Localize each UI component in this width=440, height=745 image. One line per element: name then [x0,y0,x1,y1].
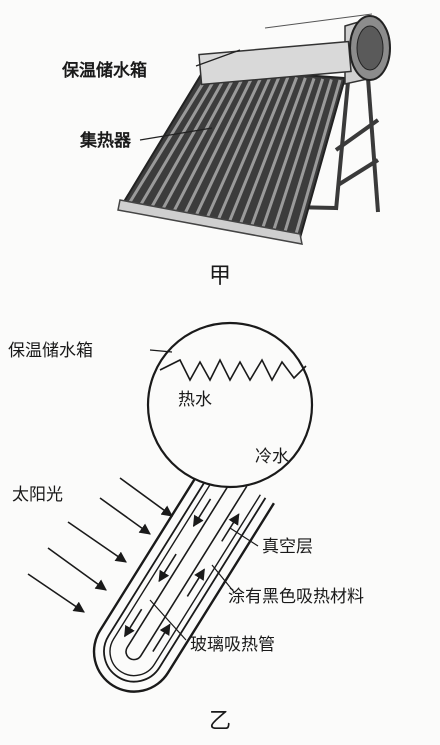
glass-heat-tube [92,460,275,693]
label-hot-water: 热水 [178,390,212,410]
label-cold-water: 冷水 [255,447,289,467]
label-vacuum-layer: 真空层 [262,537,313,557]
caption-a: 甲 [209,264,231,289]
collector-tube [283,79,333,233]
collector-tubes [128,71,342,235]
collector-tube [206,75,273,218]
collector-tube [272,78,325,231]
collector-bottom-rail [117,199,303,245]
collector-tube [261,77,316,229]
collector-tube [294,79,342,235]
storage-tank [198,15,391,86]
collector-tube [128,71,212,203]
caption-b: 乙 [209,709,231,734]
water-surface-zigzag [159,358,307,382]
pointer-tank [195,49,241,67]
pointer-collector [139,127,213,141]
figure-a-wire [264,13,373,29]
tank-circle [146,321,314,489]
label-sunlight: 太阳光 [12,485,63,505]
pointer-vacuum [229,527,259,547]
collector-tube [172,73,246,212]
label-black-coating: 涂有黑色吸热材料 [228,587,364,607]
collector-tube [150,72,229,208]
sunlight-rays [27,477,173,613]
collector-tube [195,74,264,216]
pointer-coating [211,564,235,593]
pointer-glass-tube [149,599,187,641]
collector-tube [228,76,290,222]
collector-tube [139,71,220,205]
label-storage-tank-a: 保温储水箱 [61,60,147,81]
collector-tube [250,77,307,226]
collector-tube [161,72,238,210]
label-collector: 集热器 [79,130,132,151]
label-storage-tank-b: 保温储水箱 [8,341,93,361]
label-glass-tube: 玻璃吸热管 [190,635,275,655]
figure-a-illustration: 保温储水箱 集热器 甲 [61,13,391,289]
figure-b-schematic: 保温储水箱 热水 冷水 太阳光 真空层 涂有黑色吸热材料 玻璃吸热管 乙 [8,321,364,734]
collector-tube [217,75,281,220]
collector-tube [183,74,255,214]
collector-tube [239,76,299,224]
pointer-tank-b [149,349,173,353]
